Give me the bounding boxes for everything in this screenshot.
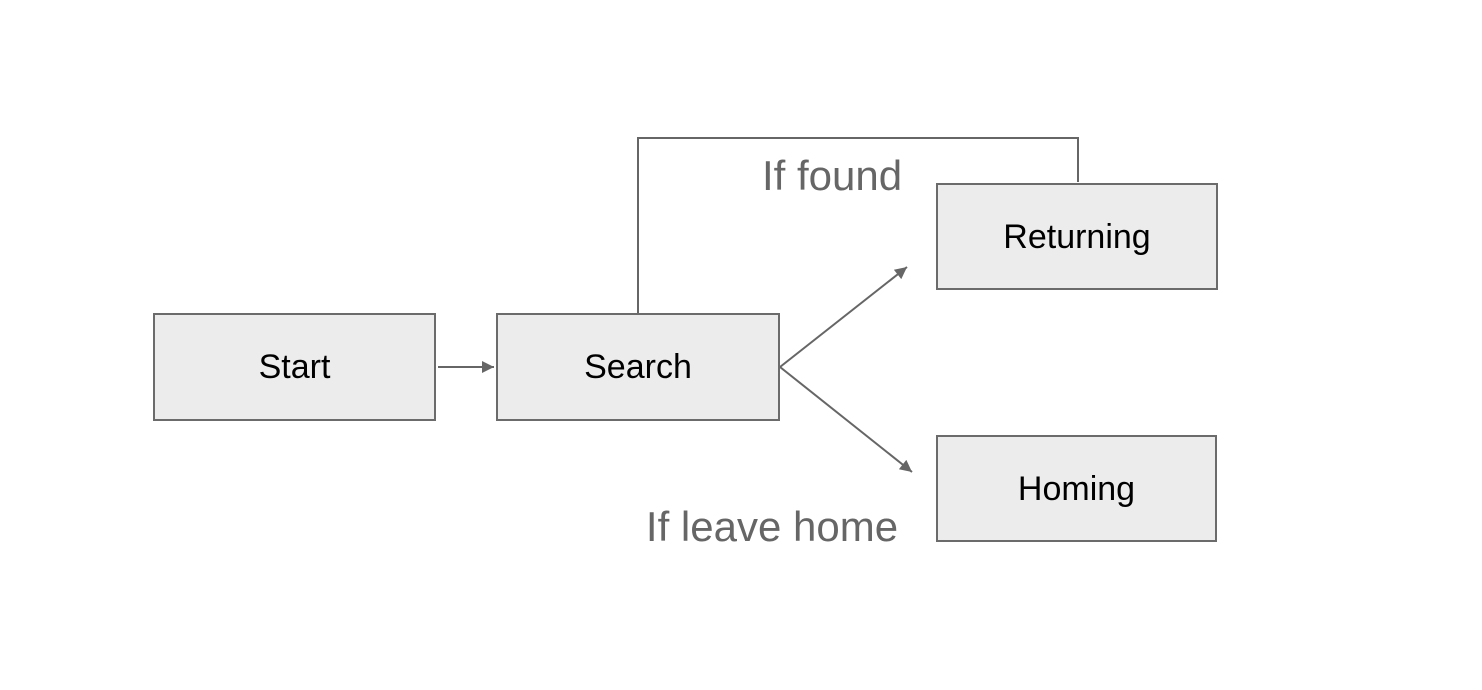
node-start: Start [153, 313, 436, 421]
edge-search-to-homing [779, 366, 913, 473]
edge-label-if-found: If found [761, 152, 903, 199]
node-search: Search [496, 313, 780, 421]
node-returning-label: Returning [1003, 217, 1151, 256]
edge-label-if-leave-home: If leave home [645, 503, 899, 550]
edge-search-to-returning [779, 266, 908, 368]
node-start-label: Start [258, 348, 331, 386]
node-returning: Returning [936, 183, 1218, 290]
node-homing: Homing [936, 435, 1217, 542]
node-homing-label: Homing [1017, 469, 1136, 508]
node-search-label: Search [584, 348, 692, 386]
